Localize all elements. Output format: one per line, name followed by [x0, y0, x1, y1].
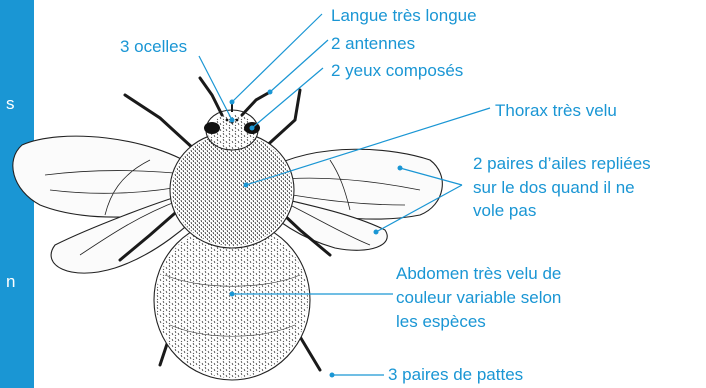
- label-ailes-line-3: vole pas: [473, 200, 536, 221]
- label-thorax: Thorax très velu: [495, 100, 617, 121]
- label-pattes: 3 paires de pattes: [388, 364, 523, 385]
- antennae: [200, 78, 270, 115]
- label-abdomen-line-3: les espèces: [396, 311, 486, 332]
- label-ocelles: 3 ocelles: [120, 36, 187, 57]
- compound-eye-left: [204, 122, 220, 134]
- label-antennes: 2 antennes: [331, 33, 415, 54]
- label-ailes-line-1: 2 paires d’ailes repliées: [473, 153, 651, 174]
- label-ailes-line-2: sur le dos quand il ne: [473, 177, 635, 198]
- label-abdomen-line-1: Abdomen très velu de: [396, 263, 561, 284]
- label-abdomen-line-2: couleur variable selon: [396, 287, 561, 308]
- label-langue: Langue très longue: [331, 5, 477, 26]
- label-yeux: 2 yeux composés: [331, 60, 463, 81]
